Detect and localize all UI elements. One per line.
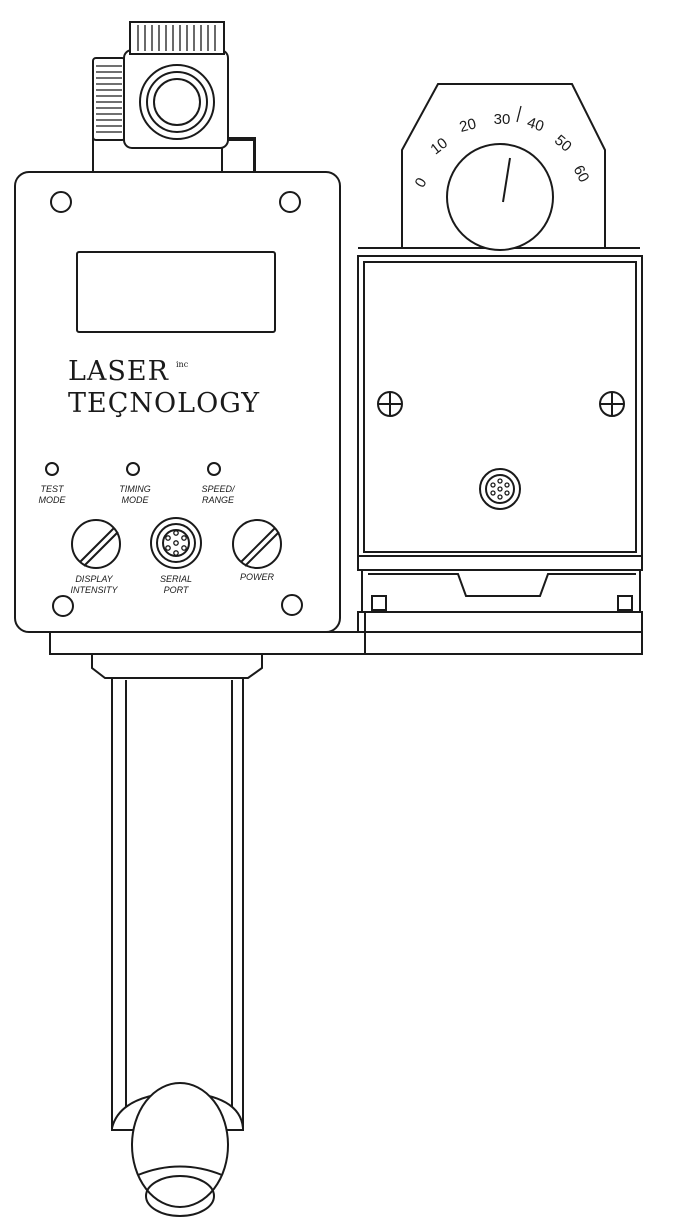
top-sight-assembly: [92, 21, 256, 177]
dial-scale-30: 30: [494, 111, 511, 128]
corner-screw-bottom-right: [281, 594, 303, 616]
display-intensity-label-1: DISPLAY: [75, 574, 113, 584]
display-window: [76, 251, 276, 333]
brand-line-2: TEÇNOLOGY: [68, 388, 260, 419]
serial-port-label-1: SERIAL: [160, 574, 192, 584]
handle-end-cap: [131, 1082, 229, 1208]
dial-pointer: [502, 157, 511, 203]
module-screw-left: [377, 391, 403, 417]
timing-mode-label-2: MODE: [122, 495, 150, 505]
eyepiece-inner-ring: [146, 71, 208, 133]
control-box: LASER inc TEÇNOLOGY TEST MODE TIMING MOD…: [14, 171, 341, 633]
dial-scale-20: 20: [458, 115, 479, 136]
dial-scale-40: 40: [525, 114, 546, 135]
inclinometer-module: 0 10 20 30 40 50 60: [357, 83, 643, 633]
speed-range-led: [207, 462, 221, 476]
corner-screw-bottom-left: [52, 595, 74, 617]
dial-scale-60: 60: [570, 163, 593, 186]
speed-range-label-2: RANGE: [202, 495, 235, 505]
module-screw-right: [599, 391, 625, 417]
test-mode-led: [45, 462, 59, 476]
side-knurl-lines: [96, 65, 122, 133]
eyepiece-lens: [153, 78, 201, 126]
brand-superscript: inc: [176, 360, 189, 369]
power-label: POWER: [240, 572, 275, 582]
brand-line-1: LASER: [68, 356, 169, 387]
dial-scale: 0 10 20 30 40 50 60: [412, 105, 593, 191]
test-mode-label-2: MODE: [39, 495, 67, 505]
handle: [91, 653, 263, 1217]
timing-mode-led: [126, 462, 140, 476]
speed-range-label-1: SPEED/: [201, 484, 236, 494]
display-intensity-label-2: INTENSITY: [70, 585, 118, 595]
angle-dial-knob: [446, 143, 554, 251]
corner-screw-top-right: [279, 191, 301, 213]
timing-mode-label-1: TIMING: [119, 484, 151, 494]
serial-port-label-2: PORT: [164, 585, 190, 595]
module-connector: [479, 468, 521, 510]
display-intensity-knob: [71, 519, 121, 569]
top-knurl-lines: [137, 25, 216, 51]
mounting-plate: [49, 612, 643, 655]
eyepiece-outer-ring: [139, 64, 215, 140]
dial-scale-10: 10: [427, 135, 451, 159]
corner-screw-top-left: [50, 191, 72, 213]
serial-port-connector: [150, 517, 202, 569]
test-mode-label-1: TEST: [40, 484, 65, 494]
power-knob: [232, 519, 282, 569]
